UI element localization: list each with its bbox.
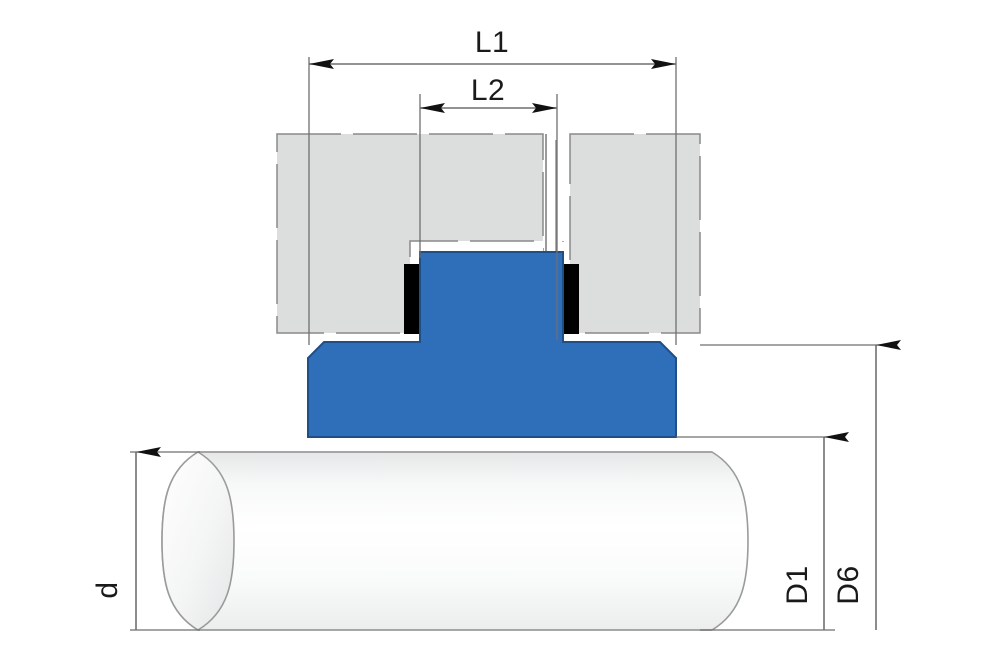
dimension-labels: L1 L2 d D1 D6 [91,26,865,605]
gland-housing-right [569,133,701,334]
dim-label-l2: L2 [471,74,505,107]
shaft-body [161,451,749,631]
dim-label-d: d [91,581,124,598]
oring-left [404,264,422,334]
oring-right [561,264,579,334]
dim-label-d6: D6 [832,565,865,604]
oring-group [404,264,579,334]
dimension-lines [135,59,901,630]
shaft-assembly [161,451,749,631]
shaft-end-cap-ellipse [161,451,235,631]
dim-label-l1: L1 [475,26,509,59]
dim-label-d1: D1 [781,565,814,604]
projection-lines [130,57,888,631]
